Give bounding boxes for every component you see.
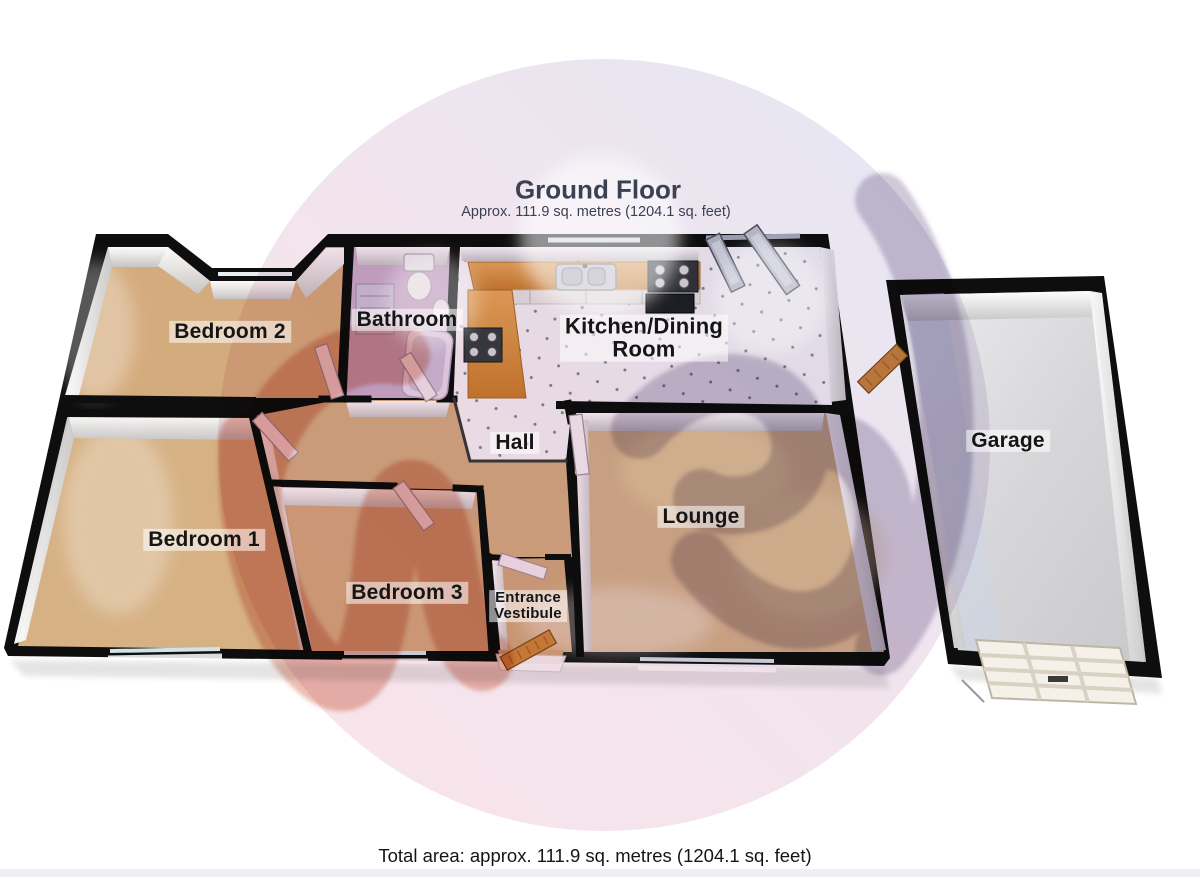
room-label-bedroom-1: Bedroom 1 <box>143 528 265 552</box>
room-label-bathroom: Bathroom <box>351 308 463 332</box>
room-label-entrance-vestibule: Entrance Vestibule <box>489 590 567 622</box>
room-label-bedroom-2: Bedroom 2 <box>169 320 291 344</box>
garage-door-handle <box>1048 676 1068 682</box>
page-title: Ground Floor <box>514 174 682 205</box>
total-area-text: Total area: approx. 111.9 sq. metres (12… <box>378 845 812 866</box>
room-label-kitchen-dining: Kitchen/Dining Room <box>559 315 729 362</box>
room-label-hall: Hall <box>490 431 540 455</box>
room-label-garage: Garage <box>966 429 1050 453</box>
room-label-lounge: Lounge <box>657 505 745 529</box>
watermark-logo <box>218 173 974 711</box>
garage-door <box>961 638 1138 706</box>
floor-area-subtitle: Approx. 111.9 sq. metres (1204.1 sq. fee… <box>461 204 731 220</box>
bottom-strip <box>0 869 1200 877</box>
room-label-bedroom-3: Bedroom 3 <box>346 581 468 605</box>
